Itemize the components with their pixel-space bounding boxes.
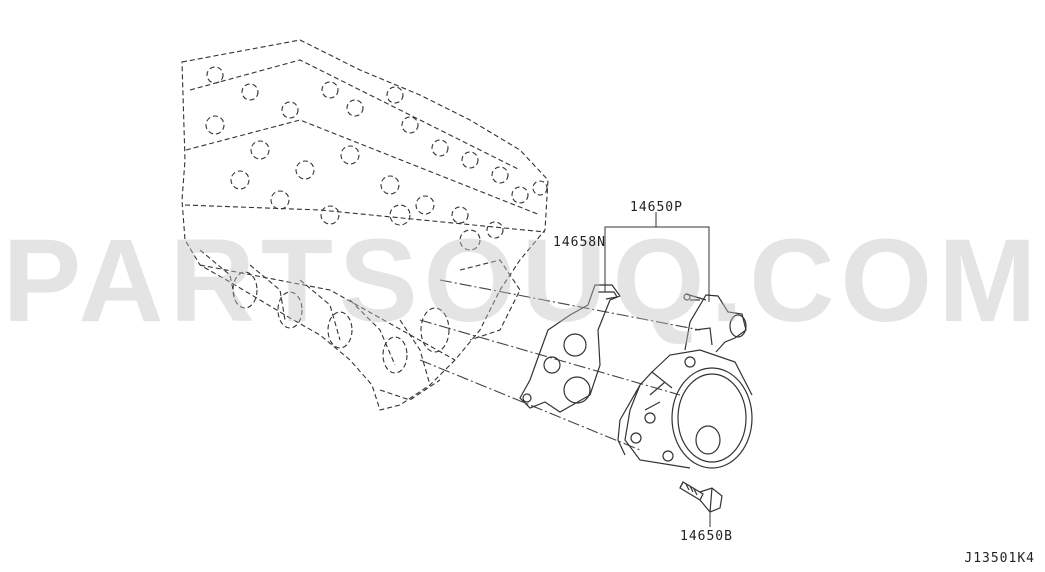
vacuum-pump-drawing-icon [617,293,753,469]
engine-block-drawing-icon [181,39,549,411]
drawing-id: J13501K4 [964,551,1035,566]
leader-lines [604,212,711,527]
part-label-14650B[interactable]: 14650B [680,529,733,544]
gasket-drawing-icon [519,284,621,413]
part-label-14650P[interactable]: 14650P [630,200,683,215]
bolt-drawing-icon [679,481,723,513]
part-label-14658N[interactable]: 14658N [553,235,606,250]
